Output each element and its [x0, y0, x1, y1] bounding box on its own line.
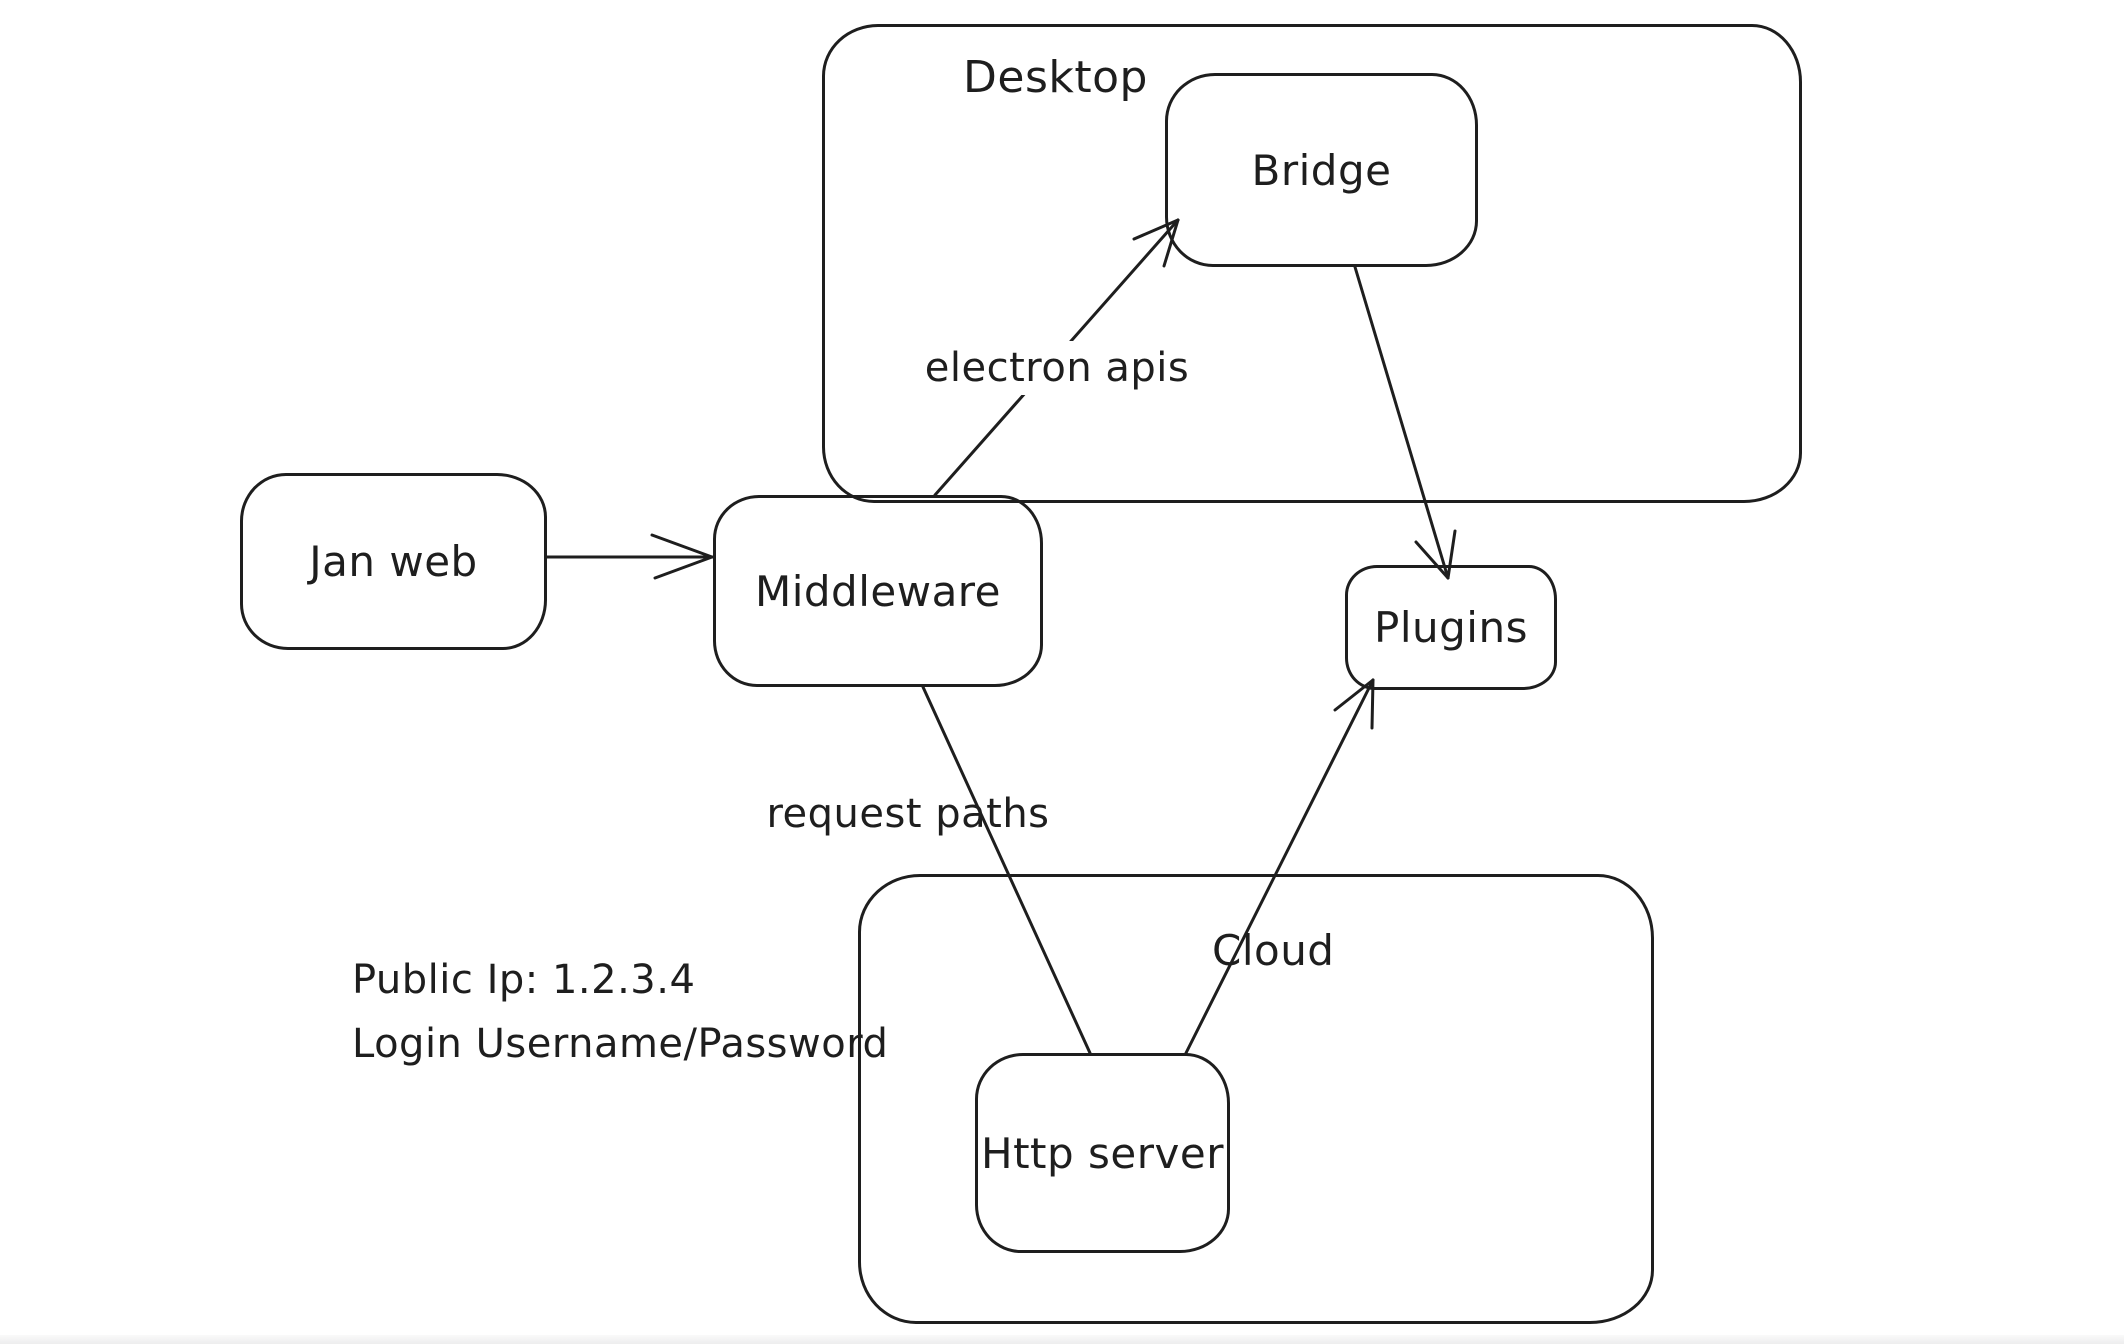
- node-jan-web[interactable]: Jan web: [240, 473, 547, 650]
- edge-janweb-middleware[interactable]: [545, 533, 714, 580]
- node-label-jan-web: Jan web: [309, 537, 478, 586]
- edge-label-electron-apis: electron apis: [914, 341, 1200, 395]
- container-desktop[interactable]: [822, 24, 1802, 503]
- annotation-public-ip: Public Ip: 1.2.3.4: [352, 957, 696, 1003]
- edge-bridge-plugins[interactable]: [1353, 265, 1457, 580]
- node-label-http-server: Http server: [981, 1128, 1224, 1178]
- node-label-plugins: Plugins: [1374, 603, 1528, 652]
- container-cloud[interactable]: [858, 874, 1654, 1324]
- node-http-server[interactable]: Http server: [975, 1053, 1230, 1253]
- container-label-desktop: Desktop: [963, 52, 1148, 103]
- edge-httpserver-plugins[interactable]: [1184, 678, 1375, 1055]
- edge-middleware-httpserver[interactable]: [921, 685, 1092, 1055]
- container-label-cloud: Cloud: [1212, 926, 1335, 975]
- node-middleware[interactable]: Middleware: [713, 495, 1043, 687]
- annotation-text: Public Ip: 1.2.3.4 Login Username/Passwo…: [352, 948, 888, 1076]
- node-label-middleware: Middleware: [754, 566, 1001, 616]
- annotation-login: Login Username/Password: [352, 1021, 889, 1067]
- edge-label-request-paths: request paths: [766, 791, 1050, 837]
- node-bridge[interactable]: Bridge: [1165, 73, 1478, 267]
- node-plugins[interactable]: Plugins: [1345, 565, 1557, 690]
- page-bottom-edge: [0, 1335, 2124, 1344]
- node-label-bridge: Bridge: [1251, 145, 1392, 195]
